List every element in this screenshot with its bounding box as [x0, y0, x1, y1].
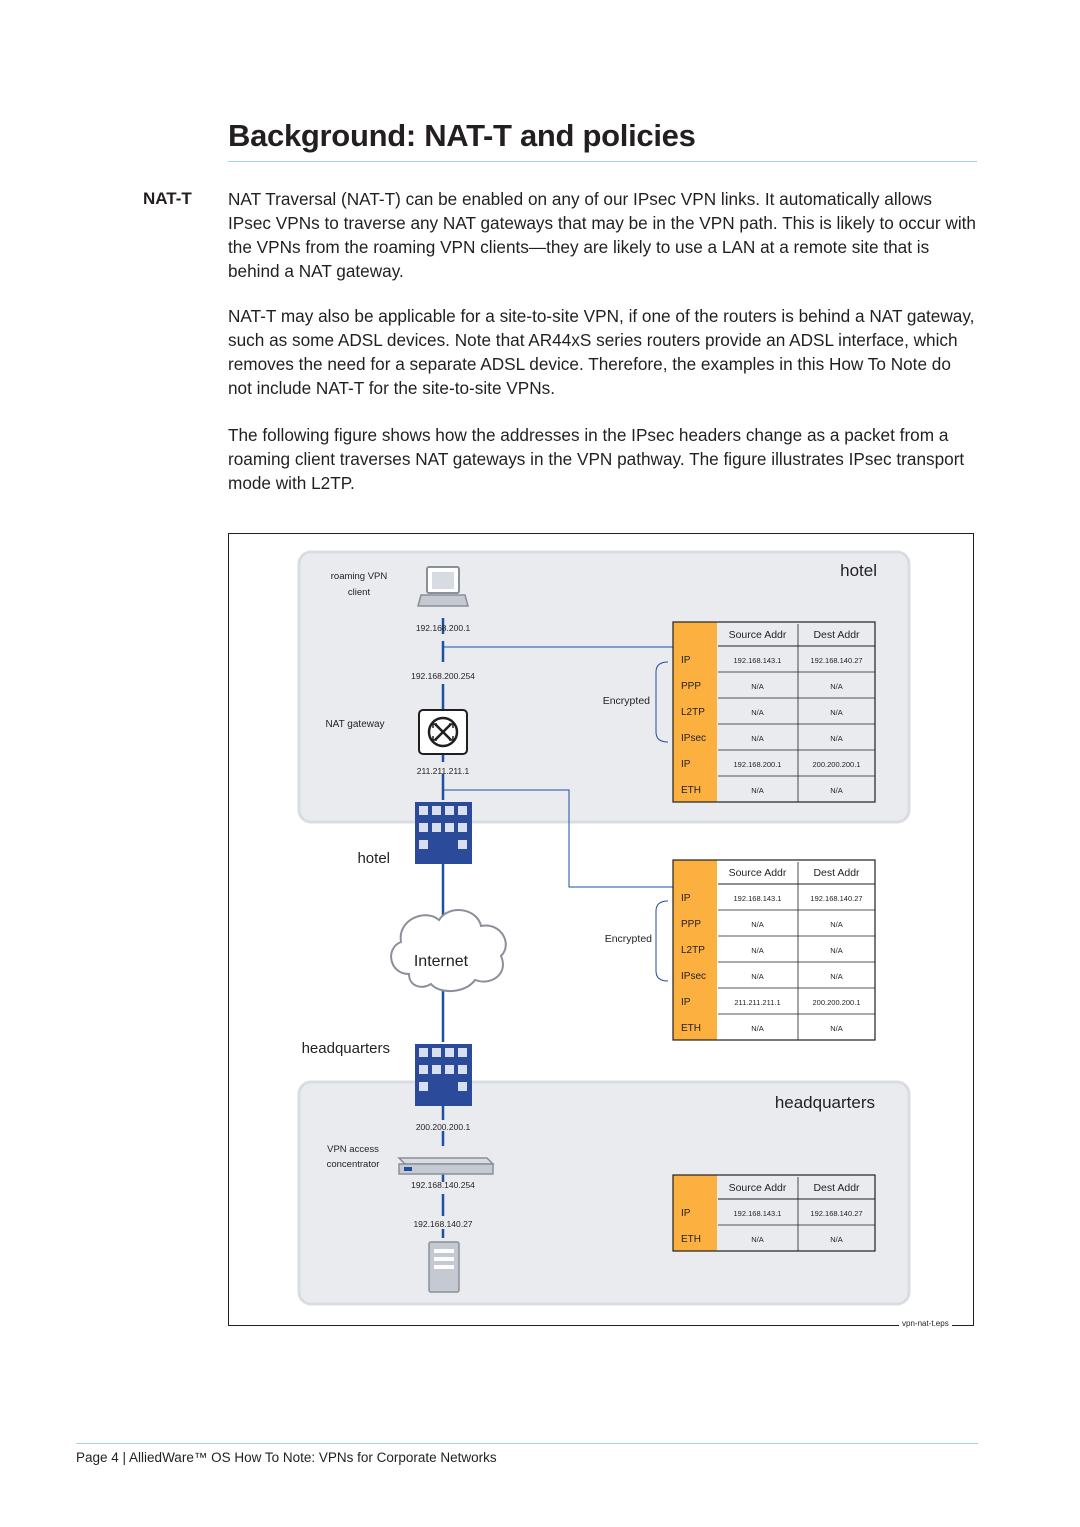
- hotel-building-icon: [415, 802, 472, 864]
- protocol-cell: ETH: [681, 785, 701, 796]
- protocol-cell: L2TP: [681, 707, 705, 718]
- protocol-cell: IP: [681, 759, 691, 770]
- figure-id: vpn-nat-t.eps: [899, 1319, 952, 1328]
- server-ip-label: 192.168.140.27: [413, 1219, 472, 1229]
- gateway-inside-ip-label: 192.168.200.254: [411, 671, 475, 681]
- paragraph-figure-intro: The following figure shows how the addre…: [228, 425, 965, 493]
- protocol-cell: ETH: [681, 1234, 701, 1245]
- protocol-cell: IP: [681, 655, 691, 666]
- page-footer: Page 4 | AlliedWare™ OS How To Note: VPN…: [76, 1450, 497, 1465]
- source-addr-cell: 192.168.143.1: [734, 894, 782, 903]
- hotel-building-label: hotel: [357, 850, 390, 867]
- protocol-cell: PPP: [681, 919, 701, 930]
- encrypted-label-2: Encrypted: [605, 933, 652, 945]
- source-addr-cell: N/A: [751, 1235, 764, 1244]
- dest-addr-cell: 200.200.200.1: [813, 760, 861, 769]
- protocol-cell: IP: [681, 893, 691, 904]
- roaming-client-label-line2: client: [348, 587, 371, 598]
- protocol-column: [673, 1175, 717, 1251]
- source-addr-cell: N/A: [751, 786, 764, 795]
- page-title: Background: NAT-T and policies: [228, 118, 696, 153]
- nat-gateway-label: NAT gateway: [325, 719, 384, 730]
- headquarters-region-label: headquarters: [775, 1093, 875, 1112]
- column-header-dest: Dest Addr: [813, 629, 860, 641]
- dest-addr-cell: N/A: [830, 920, 843, 929]
- protocol-cell: ETH: [681, 1023, 701, 1034]
- protocol-cell: IP: [681, 1208, 691, 1219]
- source-addr-cell: N/A: [751, 682, 764, 691]
- paragraph-site-to-site: NAT-T may also be applicable for a site-…: [228, 306, 975, 398]
- source-addr-cell: 192.168.200.1: [734, 760, 782, 769]
- hotel-region-label: hotel: [840, 561, 877, 580]
- table-border: [672, 859, 876, 1041]
- dest-addr-cell: N/A: [830, 786, 843, 795]
- dest-addr-cell: N/A: [830, 708, 843, 717]
- source-addr-cell: 211.211.211.1: [734, 998, 780, 1007]
- protocol-cell: IPsec: [681, 733, 706, 744]
- protocol-cell: IP: [681, 997, 691, 1008]
- source-addr-cell: 192.168.143.1: [734, 1209, 782, 1218]
- dest-addr-cell: N/A: [830, 734, 843, 743]
- concentrator-inside-ip-label: 192.168.140.254: [411, 1180, 475, 1190]
- roaming-client-label-line1: roaming VPN: [331, 571, 388, 582]
- vpn-concentrator-label-line1: VPN access: [327, 1144, 379, 1155]
- paragraph-nat-t-intro: NAT Traversal (NAT-T) can be enabled on …: [228, 189, 976, 281]
- headquarters-building-label: headquarters: [302, 1040, 390, 1057]
- title-rule: [228, 161, 977, 162]
- dest-addr-cell: N/A: [830, 1235, 843, 1244]
- internet-label: Internet: [414, 953, 469, 970]
- dest-addr-cell: 192.168.140.27: [810, 894, 862, 903]
- source-addr-cell: 192.168.143.1: [734, 656, 782, 665]
- dest-addr-cell: 192.168.140.27: [810, 656, 862, 665]
- protocol-column: [673, 860, 717, 1040]
- source-addr-cell: N/A: [751, 920, 764, 929]
- client-ip-label: 192.168.200.1: [416, 623, 471, 633]
- protocol-cell: IPsec: [681, 971, 706, 982]
- network-diagram-svg: hotel headquarters Encrypted Encrypted: [297, 550, 911, 1306]
- section-side-label: NAT-T: [143, 189, 192, 208]
- headquarters-building-icon: [415, 1044, 472, 1106]
- laptop-icon: [417, 566, 469, 607]
- column-header-source: Source Addr: [729, 1182, 787, 1194]
- protocol-cell: PPP: [681, 681, 701, 692]
- protocol-column: [673, 622, 717, 802]
- vpn-concentrator-label-line2: concentrator: [327, 1159, 380, 1170]
- dest-addr-cell: N/A: [830, 682, 843, 691]
- dest-addr-cell: 200.200.200.1: [813, 998, 861, 1007]
- router-icon: [418, 709, 468, 755]
- protocol-cell: L2TP: [681, 945, 705, 956]
- hq-public-ip-label: 200.200.200.1: [416, 1122, 471, 1132]
- network-diagram-figure: hotel headquarters Encrypted Encrypted: [228, 533, 974, 1328]
- column-header-source: Source Addr: [729, 867, 787, 879]
- column-header-dest: Dest Addr: [813, 867, 860, 879]
- hotel-region: [297, 550, 911, 824]
- source-addr-cell: N/A: [751, 1024, 764, 1033]
- footer-rule: [76, 1443, 978, 1444]
- table-border: [672, 621, 876, 803]
- dest-addr-cell: 192.168.140.27: [810, 1209, 862, 1218]
- source-addr-cell: N/A: [751, 972, 764, 981]
- internet-cloud-icon: [390, 908, 507, 992]
- source-addr-cell: N/A: [751, 734, 764, 743]
- vpn-concentrator-icon: [397, 1157, 495, 1175]
- column-header-source: Source Addr: [729, 629, 787, 641]
- dest-addr-cell: N/A: [830, 972, 843, 981]
- source-addr-cell: N/A: [751, 708, 764, 717]
- column-header-dest: Dest Addr: [813, 1182, 860, 1194]
- gateway-outside-ip-label: 211.211.211.1: [417, 766, 470, 776]
- dest-addr-cell: N/A: [830, 1024, 843, 1033]
- source-addr-cell: N/A: [751, 946, 764, 955]
- dest-addr-cell: N/A: [830, 946, 843, 955]
- server-icon: [428, 1241, 460, 1293]
- encrypted-label-1: Encrypted: [603, 695, 650, 707]
- table-border: [672, 1174, 876, 1252]
